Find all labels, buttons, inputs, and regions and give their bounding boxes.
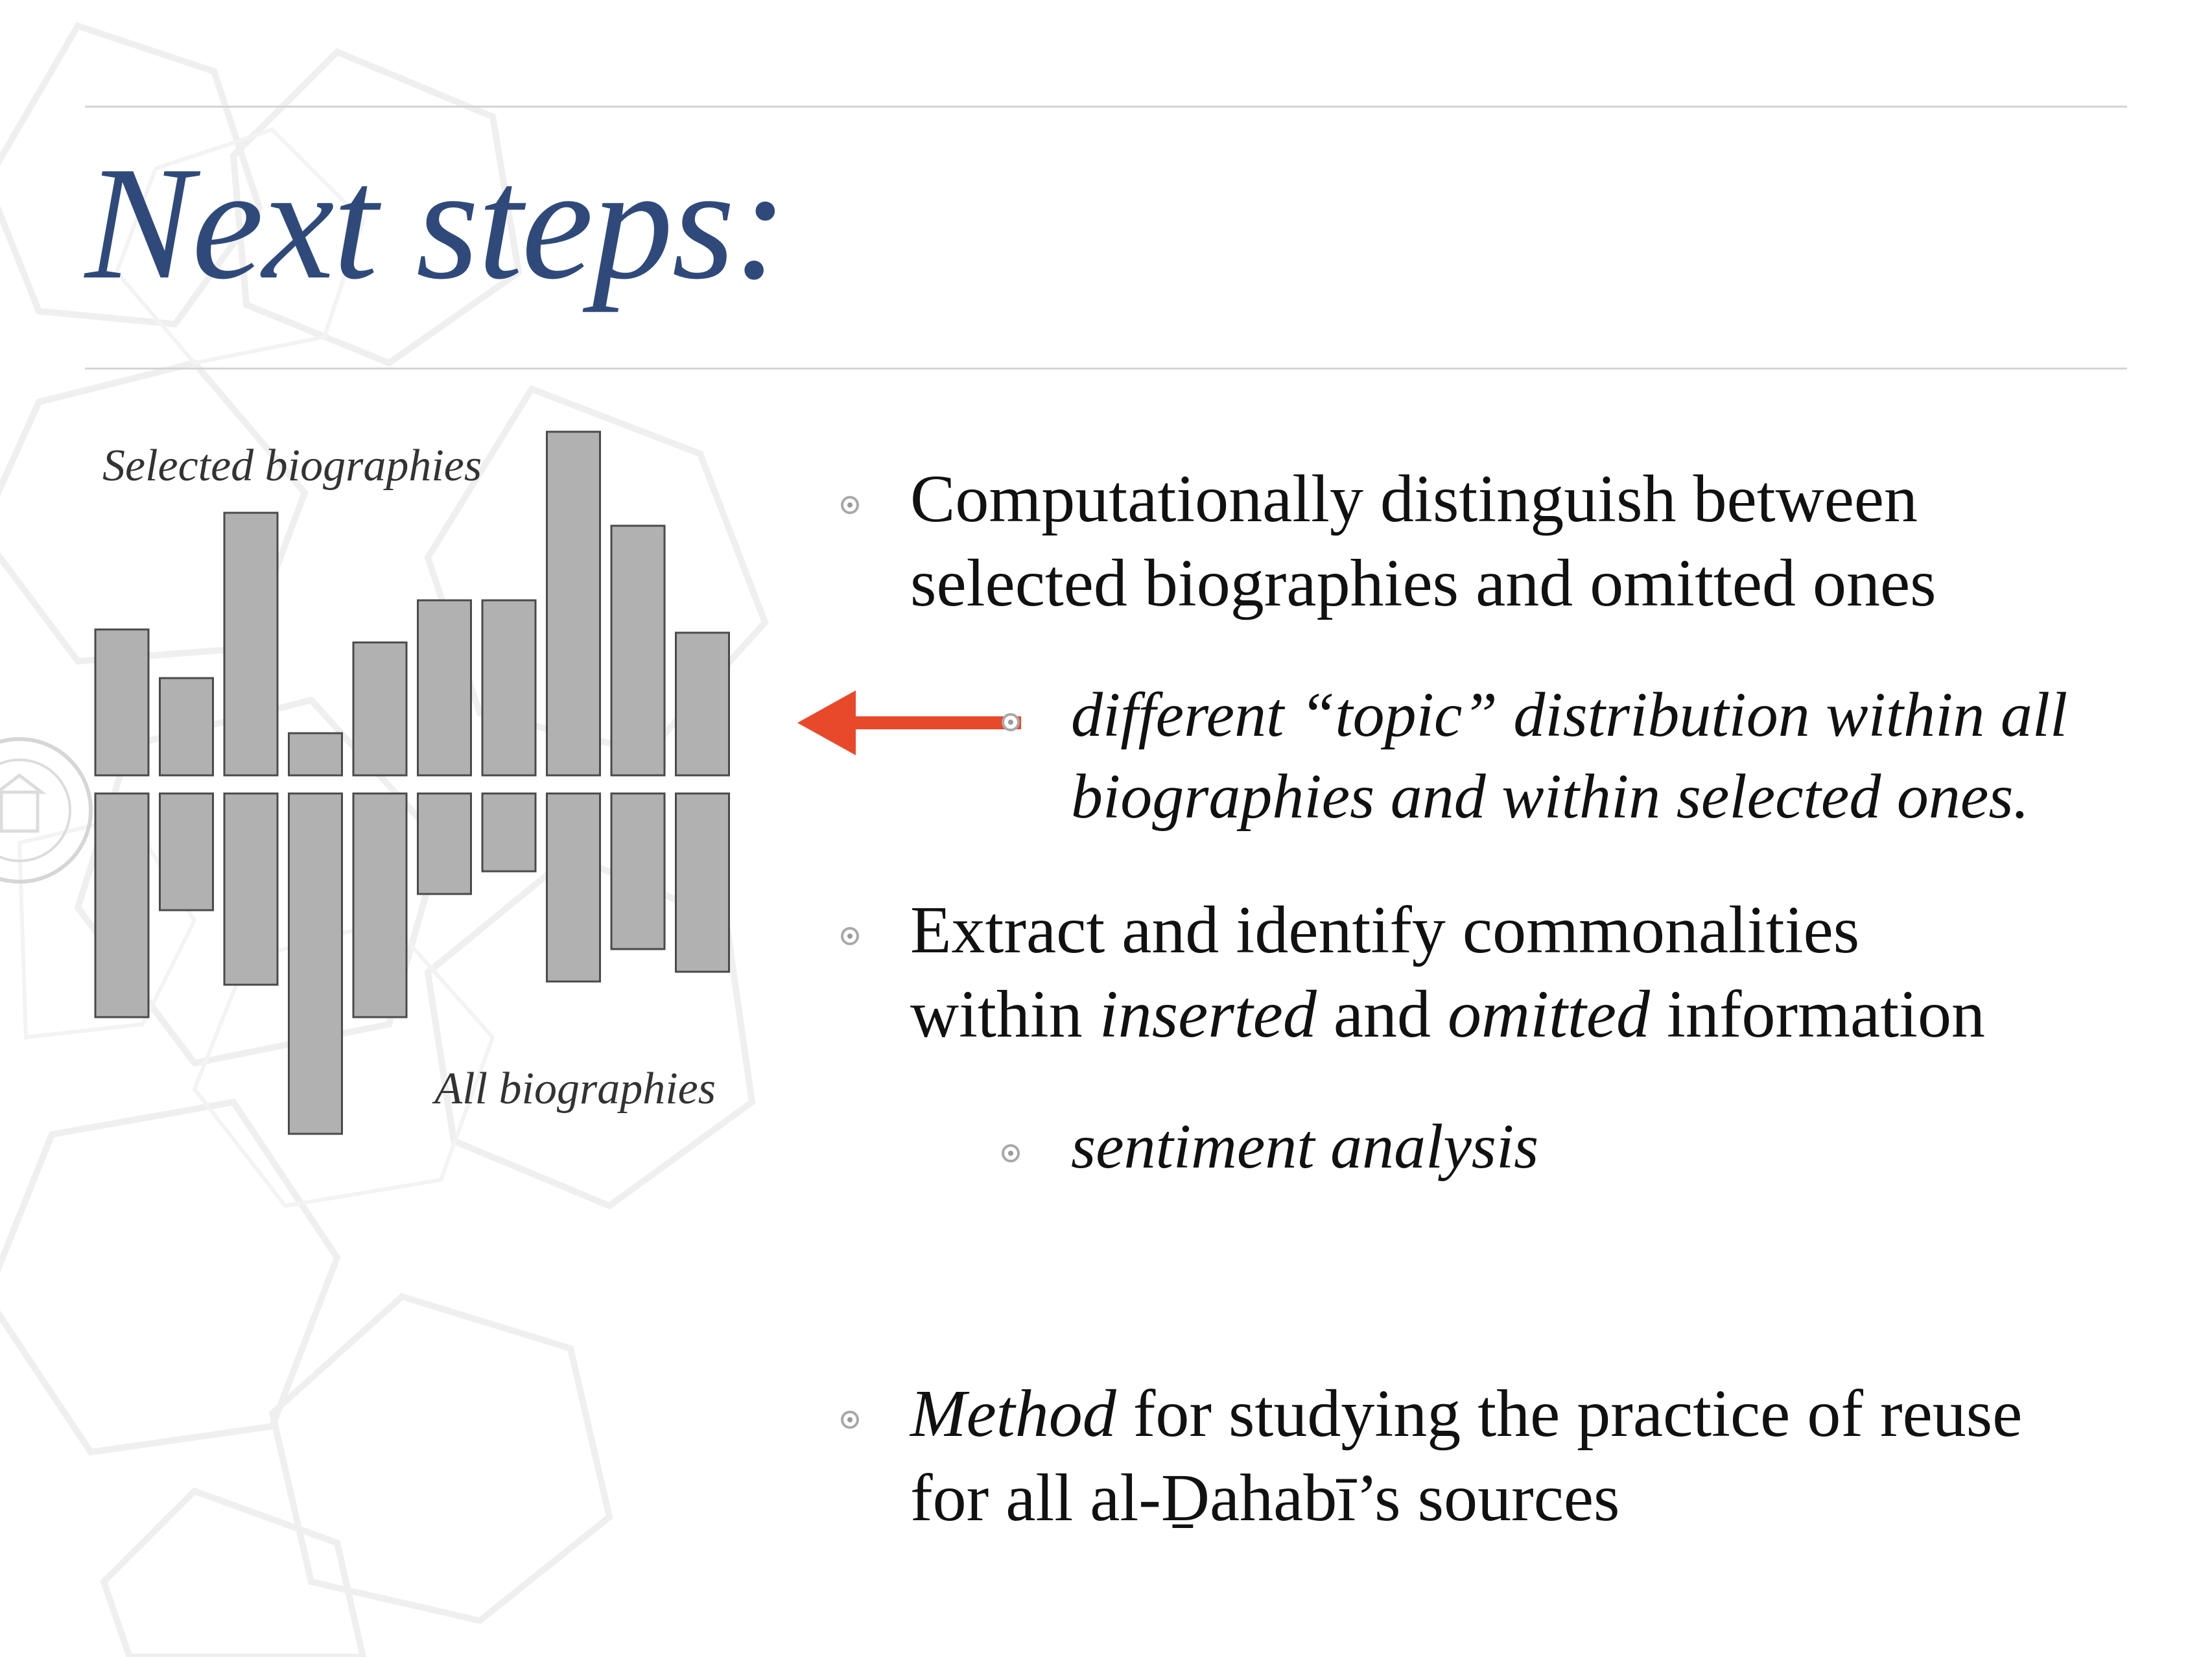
bullet-marker — [841, 496, 859, 514]
sub-bullet-topic-distribution: different “topic” distribution within al… — [1071, 674, 2067, 838]
sub-bullet-sentiment-analysis: sentiment analysis — [1071, 1106, 1538, 1188]
biographies-bar-chart: Selected biographies All biographies — [94, 430, 730, 1135]
bar-all-10 — [675, 792, 730, 973]
bar-all-4 — [288, 792, 343, 1135]
bullet-line: Computationally distinguish between — [910, 462, 1918, 536]
bar-selected-1 — [94, 628, 150, 777]
sub-bullet-marker — [1002, 1144, 1020, 1162]
university-seal-icon — [0, 737, 93, 884]
bullet-line: selected biographies and omitted ones — [910, 546, 1936, 620]
bar-all-5 — [352, 792, 408, 1018]
bar-all-1 — [94, 792, 150, 1018]
slide-title: Next steps: — [85, 134, 788, 313]
red-arrow-icon — [797, 690, 1021, 755]
bullet-line: within inserted and omitted information — [910, 977, 1985, 1052]
bottom-rule — [85, 368, 2127, 370]
legend-selected-biographies: Selected biographies — [102, 441, 482, 491]
bar-all-9 — [610, 792, 666, 950]
bullet-line: Method for studying the practice of reus… — [910, 1376, 2023, 1451]
bar-selected-5 — [352, 641, 408, 777]
bar-selected-7 — [481, 599, 537, 777]
bullet-marker — [841, 927, 859, 945]
bullet-line: different “topic” distribution within al… — [1071, 680, 2068, 750]
bullet-line: for all al-Ḏahabī’s sources — [910, 1461, 1620, 1535]
bullet-line: Extract and identify commonalities — [910, 893, 1860, 967]
bar-selected-3 — [223, 511, 279, 777]
sub-bullet-marker — [1002, 713, 1020, 731]
bar-selected-6 — [417, 599, 472, 777]
legend-all-biographies: All biographies — [432, 1064, 716, 1114]
top-rule — [85, 106, 2127, 108]
bullet-marker — [841, 1411, 859, 1429]
bar-selected-2 — [159, 677, 214, 777]
bar-all-7 — [481, 792, 537, 873]
bullet-line: biographies and within selected ones. — [1071, 762, 2029, 832]
bar-all-3 — [223, 792, 279, 986]
bullet-extract-commonalities: Extract and identify commonalities withi… — [910, 888, 1985, 1057]
bar-selected-8 — [546, 430, 601, 777]
bar-all-2 — [159, 792, 214, 911]
bar-selected-9 — [610, 524, 666, 777]
bar-selected-10 — [675, 631, 730, 777]
bar-all-8 — [546, 792, 601, 983]
bar-all-6 — [417, 792, 472, 895]
bullet-distinguish-biographies: Computationally distinguish between sele… — [910, 457, 1936, 626]
bar-selected-4 — [288, 732, 343, 777]
bullet-line: sentiment analysis — [1071, 1112, 1539, 1182]
bullet-method-reuse: Method for studying the practice of reus… — [910, 1372, 2022, 1540]
